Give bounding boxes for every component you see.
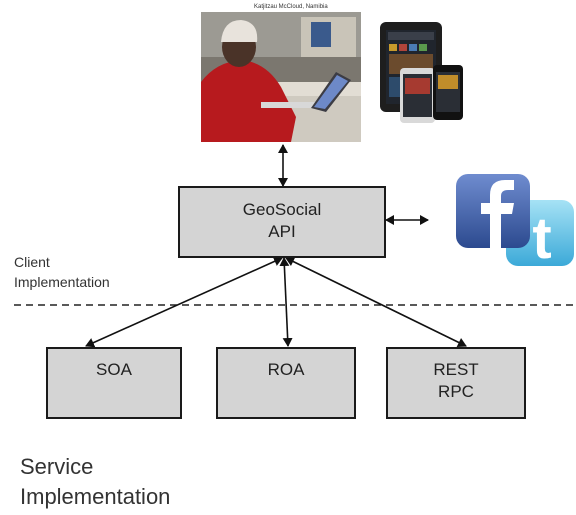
api-rest-arrow (285, 257, 467, 347)
api-soa-arrow (85, 256, 283, 348)
rest-line1: REST (433, 360, 479, 379)
svg-text:t: t (532, 206, 551, 268)
client-implementation-label: Client Implementation (14, 252, 110, 292)
api-roa-arrow (279, 257, 293, 347)
geosocial-api-box: GeoSocial API (178, 186, 386, 258)
social-icons: t (456, 174, 574, 268)
roa-box: ROA (216, 347, 356, 419)
photo-caption: Katjitzau McCloud, Namibia (254, 4, 328, 10)
client-line2: Implementation (14, 274, 110, 290)
photo-illustration (201, 12, 361, 142)
roa-label: ROA (267, 360, 305, 379)
soa-label: SOA (96, 360, 132, 379)
service-implementation-label: Service Implementation (20, 452, 170, 512)
soa-box: SOA (46, 347, 182, 419)
client-line1: Client (14, 254, 50, 270)
rest-rpc-box: REST RPC (386, 347, 526, 419)
rest-line2: RPC (438, 382, 474, 401)
service-line2: Implementation (20, 484, 171, 509)
service-line1: Service (20, 454, 94, 479)
smartphone-icon (400, 65, 463, 123)
facebook-icon (456, 174, 530, 248)
api-line1: GeoSocial (242, 200, 322, 219)
api-line2: API (268, 222, 296, 241)
devices-illustration (380, 22, 463, 123)
person-with-laptop-photo (201, 12, 361, 142)
